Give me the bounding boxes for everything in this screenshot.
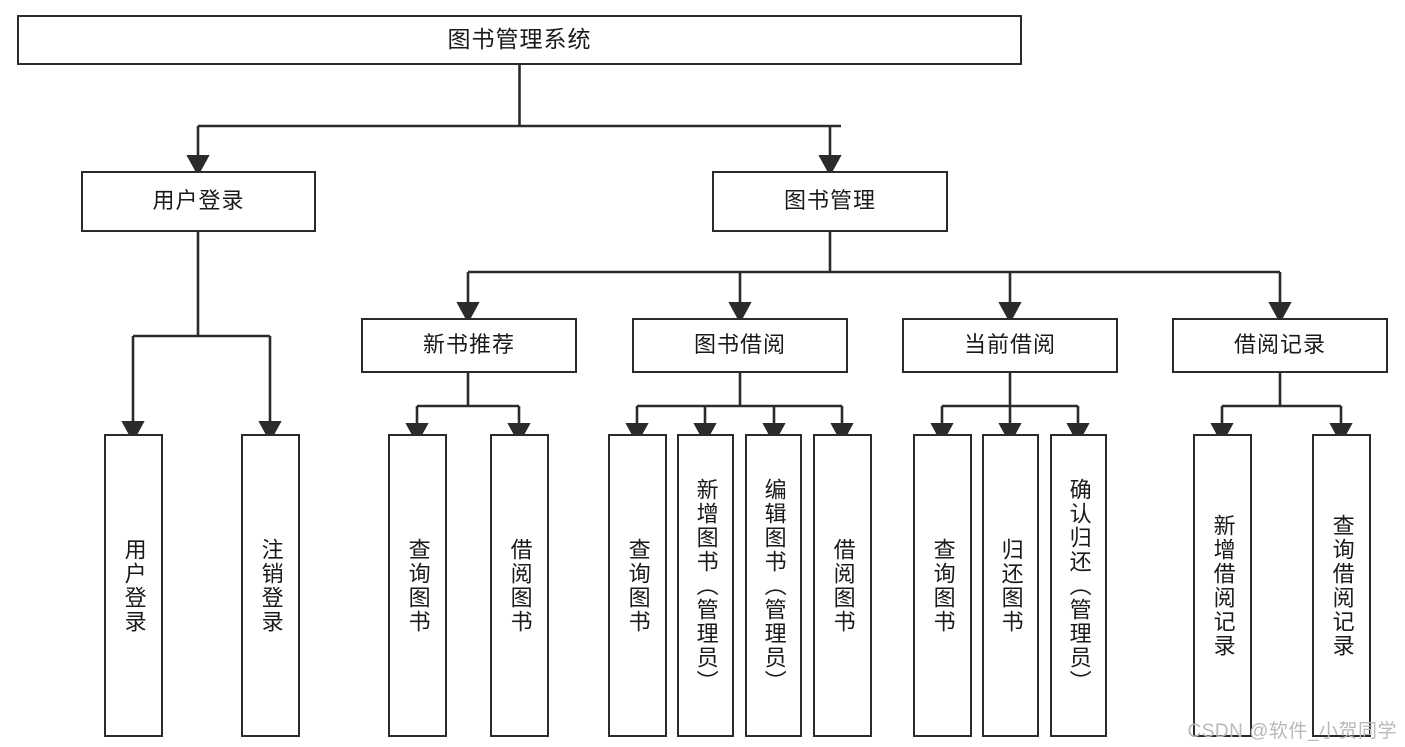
- node-book-borrow[interactable]: 图书借阅: [632, 318, 848, 373]
- node-leaf-borrow-book-2-label: 借阅图书: [830, 537, 856, 634]
- node-leaf-user-login-label: 用户登录: [121, 537, 147, 634]
- node-leaf-edit-book[interactable]: 编辑图书（管理员）: [745, 434, 802, 737]
- node-leaf-add-book[interactable]: 新增图书（管理员）: [677, 434, 734, 737]
- node-leaf-return-book-label: 归还图书: [998, 537, 1024, 634]
- node-leaf-query-book-3-label: 查询图书: [930, 537, 956, 634]
- node-leaf-logout[interactable]: 注销登录: [241, 434, 300, 737]
- node-leaf-borrow-book-1[interactable]: 借阅图书: [490, 434, 549, 737]
- node-leaf-query-record[interactable]: 查询借阅记录: [1312, 434, 1371, 737]
- node-leaf-query-book-1[interactable]: 查询图书: [388, 434, 447, 737]
- node-book-borrow-label: 图书借阅: [693, 332, 786, 358]
- csdn-watermark: CSDN @软件_小贺同学: [1187, 721, 1397, 742]
- node-leaf-add-book-label: 新增图书（管理员）: [693, 477, 719, 694]
- node-leaf-query-book-3[interactable]: 查询图书: [913, 434, 972, 737]
- node-leaf-confirm-return-label: 确认归还（管理员）: [1066, 477, 1092, 694]
- node-new-book-recommend[interactable]: 新书推荐: [361, 318, 577, 373]
- node-leaf-query-record-label: 查询借阅记录: [1329, 513, 1355, 658]
- node-book-manage-label: 图书管理: [783, 188, 876, 214]
- node-user-login[interactable]: 用户登录: [81, 171, 316, 232]
- node-root[interactable]: 图书管理系统: [17, 15, 1022, 65]
- node-leaf-query-book-2-label: 查询图书: [625, 537, 651, 634]
- node-leaf-add-record[interactable]: 新增借阅记录: [1193, 434, 1252, 737]
- node-book-manage[interactable]: 图书管理: [712, 171, 948, 232]
- node-leaf-query-book-1-label: 查询图书: [405, 537, 431, 634]
- node-current-borrow-label: 当前借阅: [963, 332, 1056, 358]
- node-leaf-query-book-2[interactable]: 查询图书: [608, 434, 667, 737]
- node-user-login-label: 用户登录: [152, 188, 245, 214]
- node-borrow-record[interactable]: 借阅记录: [1172, 318, 1388, 373]
- node-leaf-borrow-book-1-label: 借阅图书: [507, 537, 533, 634]
- node-leaf-add-record-label: 新增借阅记录: [1210, 513, 1236, 658]
- node-leaf-return-book[interactable]: 归还图书: [982, 434, 1039, 737]
- node-new-book-recommend-label: 新书推荐: [422, 332, 515, 358]
- node-leaf-borrow-book-2[interactable]: 借阅图书: [813, 434, 872, 737]
- node-leaf-logout-label: 注销登录: [258, 537, 284, 634]
- node-leaf-confirm-return[interactable]: 确认归还（管理员）: [1050, 434, 1107, 737]
- node-current-borrow[interactable]: 当前借阅: [902, 318, 1118, 373]
- node-root-label: 图书管理系统: [447, 26, 592, 53]
- node-leaf-edit-book-label: 编辑图书（管理员）: [761, 477, 787, 694]
- node-borrow-record-label: 借阅记录: [1233, 332, 1326, 358]
- node-leaf-user-login[interactable]: 用户登录: [104, 434, 163, 737]
